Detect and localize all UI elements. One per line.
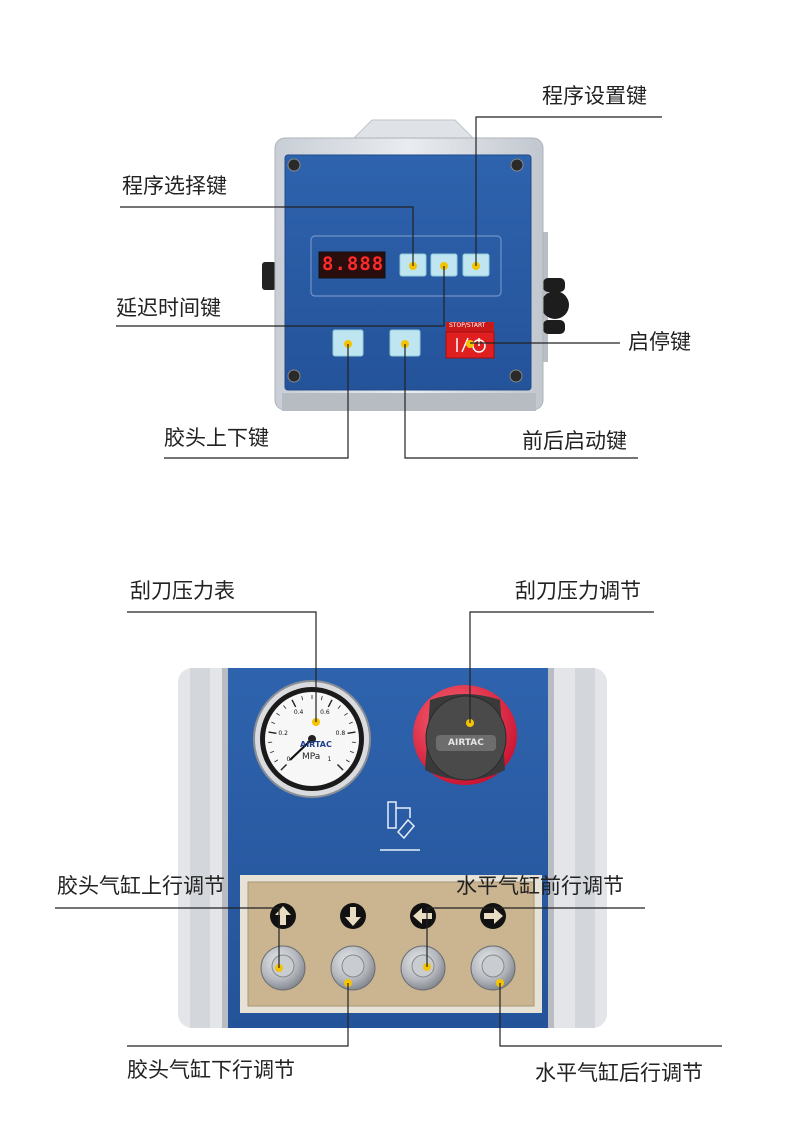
gauge-tick xyxy=(347,731,356,735)
gauge-tick xyxy=(268,731,277,735)
led-display xyxy=(318,251,386,279)
control-box xyxy=(262,119,569,411)
operator-icon xyxy=(380,801,420,851)
gauge-tick xyxy=(345,759,350,763)
label-front-back-start-key: 前后启动键 xyxy=(522,429,627,453)
label-horizontal-cylinder-back-adjust: 水平气缸后行调节 xyxy=(535,1061,703,1085)
callout-lines xyxy=(55,116,722,1047)
label-start-stop-key: 启停键 xyxy=(628,330,691,354)
stop-start-caption: STOP/START xyxy=(449,322,486,329)
label-program-select-key: 程序选择键 xyxy=(122,174,227,198)
regulator-brand: AIRTAC xyxy=(448,738,484,748)
label-program-set-key: 程序设置键 xyxy=(542,84,647,108)
gauge-ticks xyxy=(268,695,356,771)
gauge-tick xyxy=(320,696,323,701)
faceplate-screws xyxy=(287,158,524,383)
scraper-pressure-gauge xyxy=(253,680,371,798)
horizontal-cylinder-forward-knob[interactable] xyxy=(400,945,446,991)
label-glue-head-updown-key: 胶头上下键 xyxy=(164,426,269,450)
gauge-tick-label: 0 xyxy=(286,755,291,763)
start-stop-key[interactable] xyxy=(445,322,495,359)
gauge-tick xyxy=(301,696,304,701)
gauge-tick xyxy=(337,705,341,709)
gauge-tick xyxy=(274,759,279,763)
led-display-readout: 8.888 xyxy=(322,253,385,275)
gauge-tick xyxy=(336,763,344,771)
arrow-left-icon xyxy=(410,903,436,929)
gauge-tick xyxy=(280,763,288,771)
right-knob xyxy=(540,232,569,362)
label-delay-time-key: 延迟时间键 xyxy=(116,296,221,320)
arrow-down-icon xyxy=(340,903,366,929)
gauge-tick xyxy=(348,721,353,725)
label-glue-cylinder-up-adjust: 胶头气缸上行调节 xyxy=(57,874,225,898)
gauge-brand: AIRTAC xyxy=(300,740,332,749)
glue-cylinder-down-knob[interactable] xyxy=(330,945,376,991)
horizontal-cylinder-back-knob[interactable] xyxy=(470,945,516,991)
gauge-tick xyxy=(344,712,348,716)
gauge-needle xyxy=(289,738,313,761)
scraper-pressure-regulator[interactable] xyxy=(413,685,517,785)
left-knob xyxy=(262,262,276,290)
label-scraper-pressure-gauge: 刮刀压力表 xyxy=(130,579,235,603)
gauge-tick xyxy=(276,712,280,716)
glue-cylinder-up-knob[interactable] xyxy=(260,945,306,991)
gauge-tick xyxy=(270,750,275,753)
gauge-tick xyxy=(283,705,287,709)
arrow-up-icon xyxy=(270,903,296,929)
gauge-tick xyxy=(271,721,276,725)
gauge-tick-label: 0.8 xyxy=(335,730,346,738)
gauge-tick-label: 1 xyxy=(327,755,332,763)
label-glue-cylinder-down-adjust: 胶头气缸下行调节 xyxy=(127,1058,295,1082)
label-horizontal-cylinder-forward-adjust: 水平气缸前行调节 xyxy=(456,874,624,898)
gauge-tick xyxy=(327,699,333,708)
gauge-tick-label: 0.4 xyxy=(293,709,304,717)
arrow-right-icon xyxy=(480,903,506,929)
gauge-tick-label: 0.6 xyxy=(320,709,330,717)
gauge-tick xyxy=(349,750,354,753)
gauge-tick xyxy=(291,699,297,708)
gauge-tick-label: 0.2 xyxy=(278,730,288,738)
label-scraper-pressure-adjust: 刮刀压力调节 xyxy=(515,579,641,603)
gauge-unit: MPa xyxy=(302,752,321,762)
